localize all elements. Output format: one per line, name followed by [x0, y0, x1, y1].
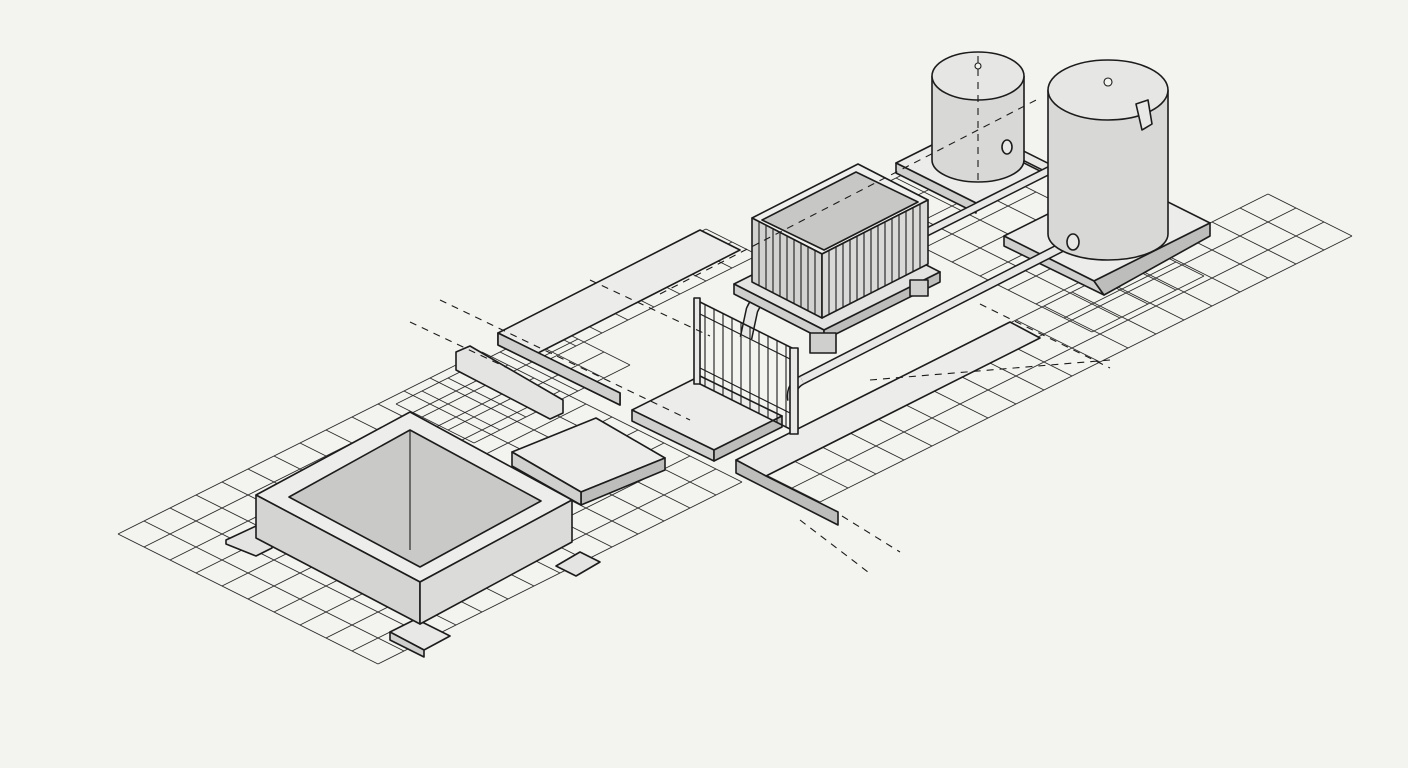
pad-upper: [497, 229, 741, 406]
large-cylindrical-tank: [1047, 59, 1169, 261]
grid-top-line: [1091, 275, 1205, 333]
slatted-tank: [733, 163, 941, 354]
grid-right-line: [791, 221, 1325, 489]
fence-gate: [693, 297, 799, 435]
grid-left-line: [117, 351, 483, 535]
pad-left-frame: [455, 345, 666, 506]
concrete-pads: [455, 130, 1211, 526]
grid-mid-left-line: [447, 377, 527, 418]
grid-mid-left-line: [421, 390, 501, 431]
fence-rail: [695, 311, 797, 363]
grid-right-line: [1267, 193, 1353, 237]
grid-mid-left-line: [395, 403, 475, 444]
grid-mid-left-line: [499, 351, 579, 392]
fence-rail: [695, 365, 797, 417]
grid-left-line: [143, 364, 509, 548]
grid-top-line: [923, 191, 1037, 249]
grid-right-line: [1211, 221, 1297, 265]
small-cylindrical-tank: [931, 51, 1025, 183]
grid-right-line: [1043, 305, 1129, 349]
pad-center: [631, 375, 783, 462]
grid-right-line: [1239, 207, 1325, 251]
grid-right-line: [1015, 319, 1101, 363]
grid-pad-upper-line: [549, 254, 759, 360]
grid-right-line: [1071, 291, 1157, 335]
pad-right: [735, 321, 1041, 526]
grid-right-line: [819, 235, 1353, 503]
open-top-basin: [225, 411, 601, 658]
grid-top-line: [1063, 261, 1177, 319]
dimension-guides: [409, 97, 1111, 573]
